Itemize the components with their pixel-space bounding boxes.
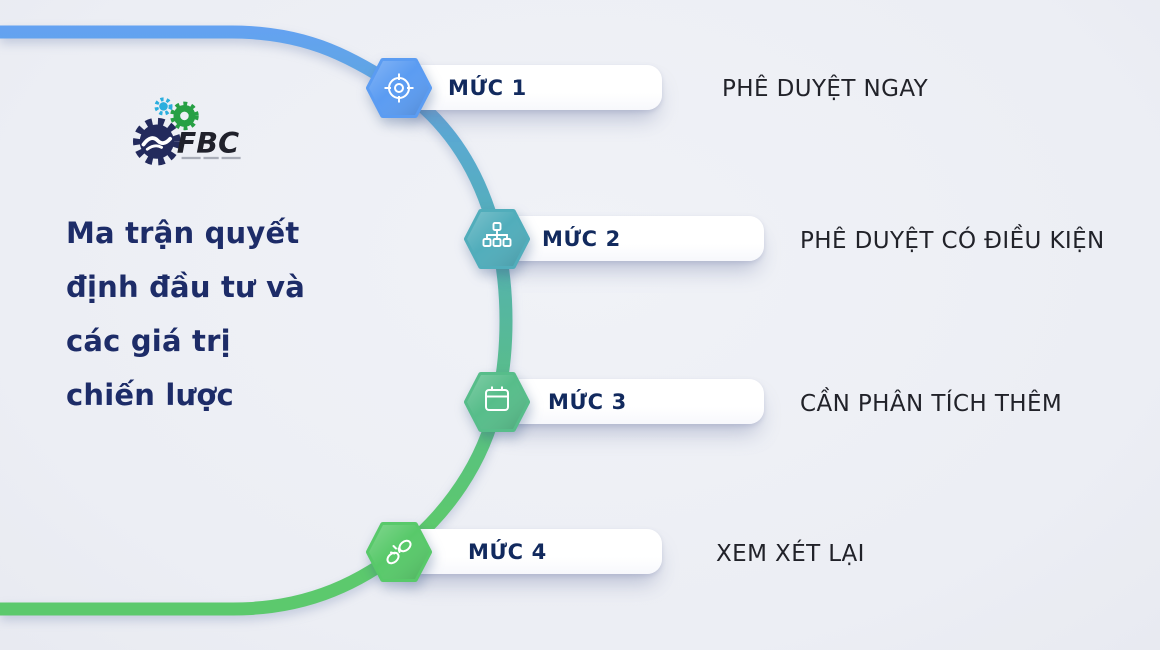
level-2-pill: MỨC 2 [496,216,764,261]
level-4-description: XEM XÉT LẠI [716,541,865,567]
calendar-icon [485,386,509,411]
logo-subtext-line [181,156,241,160]
title-line: các giá trị [66,324,231,358]
level-3-description: CẦN PHÂN TÍCH THÊM [800,391,1063,417]
cyan-gear-icon [154,97,173,116]
level-1-description: PHÊ DUYỆT NGAY [722,76,929,102]
fbc-logo: FBC [132,94,254,174]
level-3-label: MỨC 3 [548,389,627,414]
target-icon [384,73,414,103]
level-2-hexagon [463,208,531,270]
level-1-label: MỨC 1 [448,75,527,100]
broken-link-icon [386,539,412,565]
handshake-icon [141,136,173,151]
title-line: định đầu tư và [66,270,306,304]
level-3-hexagon [463,371,531,433]
level-4-pill: MỨC 4 [398,529,662,574]
level-1-hexagon [365,57,433,119]
logo-text: FBC [177,126,239,160]
sitemap-icon [482,222,512,247]
level-4-label: MỨC 4 [468,539,547,564]
level-2-description: PHÊ DUYỆT CÓ ĐIỀU KIỆN [800,228,1105,254]
level-4-hexagon [365,521,433,583]
level-3-pill: MỨC 3 [496,379,764,424]
page-title: Ma trận quyết định đầu tư và các giá trị… [66,206,386,422]
title-line: Ma trận quyết [66,216,300,250]
level-2-label: MỨC 2 [542,226,621,251]
title-line: chiến lược [66,378,234,412]
green-gear-icon [170,101,199,131]
level-1-pill: MỨC 1 [398,65,662,110]
